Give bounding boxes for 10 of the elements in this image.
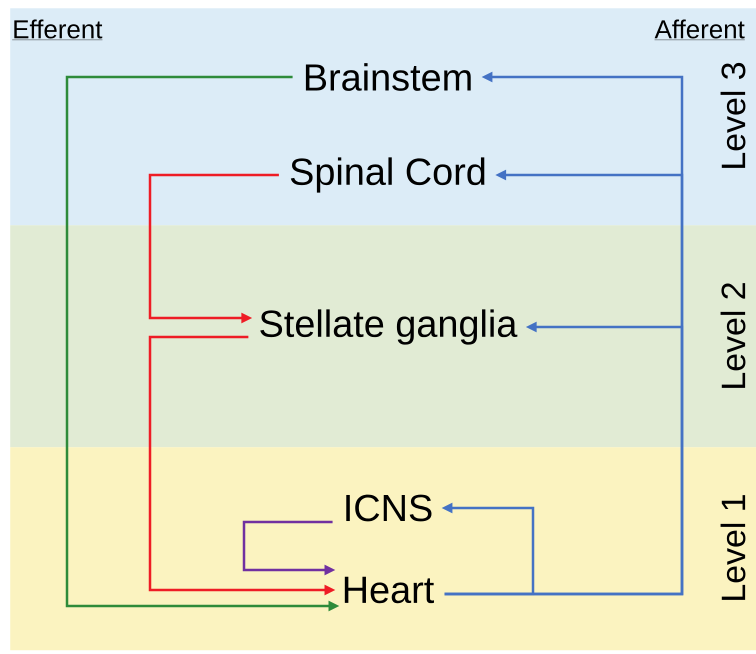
structure-label: Heart [344,576,434,604]
structure-label: Stellate ganglia [260,309,518,345]
level-label: Level 2 [720,283,746,388]
level-label: Level 1 [720,495,746,600]
heading: Efferent [12,20,103,40]
structure-label: Brainstem [306,63,471,91]
level-label: Level 3 [720,62,746,168]
structure-label: Spinal Cord [290,157,484,193]
structure-label: ICNS [346,494,432,522]
heading: Afferent [654,20,745,40]
